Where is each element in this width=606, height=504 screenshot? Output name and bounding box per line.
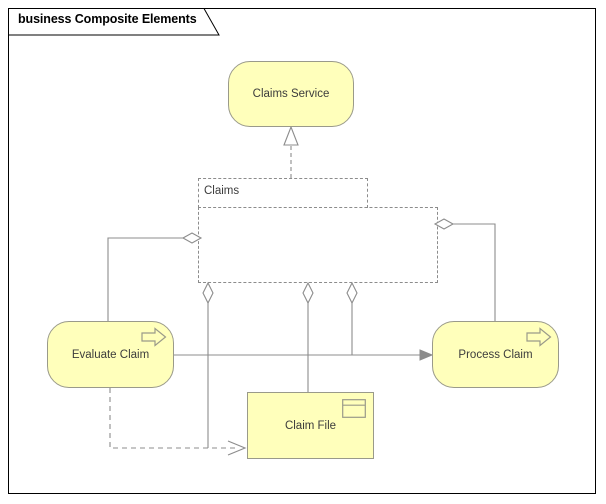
node-claim-file-label: Claim File [284,419,337,432]
business-process-arrow-icon [526,327,552,347]
node-claims-service[interactable]: Claims Service [228,61,354,127]
claims-package[interactable]: Claims [198,178,438,283]
node-claim-file[interactable]: Claim File [247,392,374,459]
node-evaluate-claim[interactable]: Evaluate Claim [47,321,174,388]
node-process-claim[interactable]: Process Claim [432,321,559,388]
node-evaluate-claim-label: Evaluate Claim [71,348,150,361]
business-object-icon [342,399,366,418]
node-process-claim-label: Process Claim [458,348,533,361]
frame-title: business Composite Elements [18,12,197,26]
claims-package-body [198,207,438,283]
claims-package-tab [198,178,368,208]
node-claims-service-label: Claims Service [252,88,330,100]
claims-package-label: Claims [204,185,240,197]
business-process-arrow-icon [141,327,167,347]
frame-title-tab [8,8,220,36]
